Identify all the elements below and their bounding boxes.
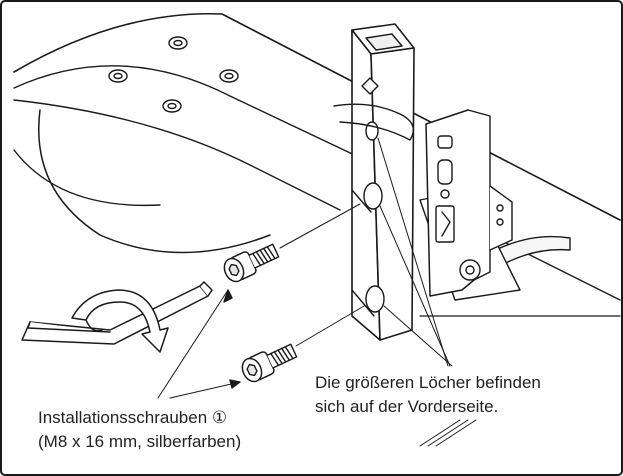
guide-line [280,204,360,248]
callout-leader [378,138,448,366]
callout-leader [384,306,452,366]
plate-screw-icon [163,100,181,112]
plate-screw-icon [169,37,187,49]
hatch-marks [420,420,476,446]
turntable-plate [14,14,620,300]
screws-note-line-1: Installationsschrauben ① [38,408,228,427]
plate-screw-icon [220,70,238,82]
callout-leader [170,382,240,398]
tonearm-bracket [420,110,570,300]
plate-screws [109,37,238,112]
callout-arrowhead [230,380,240,388]
holes-note-line-2: sich auf der Vorderseite. [315,397,499,416]
screws-note-line-2: (M8 x 16 mm, silberfarben) [38,432,242,451]
bar-hole-large [364,183,382,209]
rotation-arrow-icon [72,290,168,352]
guide-line [296,306,364,346]
hex-key-icon [22,282,212,344]
callout-leader [158,290,228,398]
turntable-body [14,110,270,253]
callout-leader [380,206,450,366]
callout-arrowhead [224,290,232,302]
wire-tie [334,104,413,140]
holes-note-line-1: Die größeren Löcher befinden [315,373,541,392]
hex-socket-screw-icon [221,240,281,285]
bar-hole-large [366,286,384,312]
mounting-bar [352,24,414,340]
plate-screw-icon [109,70,127,82]
hex-socket-screw-icon [239,340,299,385]
